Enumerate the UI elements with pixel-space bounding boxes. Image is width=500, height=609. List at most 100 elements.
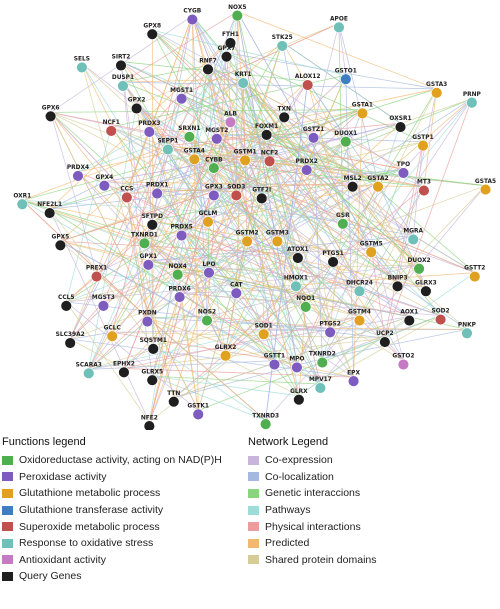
gene-node[interactable]: GPX8 (143, 23, 161, 40)
gene-node-circle[interactable] (466, 96, 478, 109)
gene-node[interactable]: ALOX12 (295, 74, 321, 91)
gene-node[interactable]: MPO (289, 357, 304, 374)
gene-node[interactable]: TXN (277, 106, 291, 123)
gene-node-circle[interactable] (291, 361, 303, 374)
gene-node-circle[interactable] (300, 301, 312, 313)
gene-node-circle[interactable] (256, 192, 268, 205)
gene-node-circle[interactable] (106, 330, 118, 342)
gene-node[interactable]: GSTA1 (352, 103, 373, 120)
gene-node[interactable]: PRDX2 (296, 159, 318, 176)
gene-node[interactable]: HMOX1 (284, 276, 308, 293)
gene-node-circle[interactable] (143, 420, 156, 430)
gene-node-circle[interactable] (394, 121, 407, 133)
gene-node[interactable]: MGST3 (92, 295, 115, 312)
gene-node[interactable]: UCP2 (376, 331, 394, 348)
gene-node[interactable]: GSTM3 (266, 231, 289, 248)
gene-node-circle[interactable] (365, 246, 377, 258)
gene-node[interactable]: SRXN1 (178, 126, 201, 143)
gene-node[interactable]: PRDX6 (169, 286, 191, 303)
gene-node[interactable]: GSTZ1 (303, 127, 324, 144)
gene-node-circle[interactable] (211, 133, 223, 145)
gene-node-circle[interactable] (258, 328, 270, 340)
gene-node[interactable]: BNIP3 (388, 276, 408, 293)
gene-node[interactable]: SOD2 (431, 309, 450, 326)
gene-node[interactable]: GLRX2 (215, 345, 237, 362)
gene-node-circle[interactable] (230, 287, 242, 299)
gene-node[interactable]: EPHX2 (113, 362, 135, 379)
gene-node[interactable]: GLRX (290, 389, 308, 406)
gene-node-circle[interactable] (301, 79, 314, 91)
gene-node-circle[interactable] (43, 207, 56, 219)
gene-node-circle[interactable] (397, 167, 410, 179)
gene-node-circle[interactable] (293, 394, 305, 406)
gene-node[interactable]: AOX1 (400, 310, 418, 327)
gene-node-circle[interactable] (340, 73, 352, 85)
gene-node[interactable]: GLRX3 (415, 280, 437, 297)
gene-node[interactable]: CAT (230, 282, 243, 299)
gene-node-circle[interactable] (479, 183, 492, 196)
gene-node[interactable]: GSTO1 (335, 68, 357, 85)
gene-node-circle[interactable] (278, 111, 290, 123)
gene-node-circle[interactable] (208, 162, 220, 174)
gene-node[interactable]: FTH1 (222, 32, 239, 49)
gene-node[interactable]: SIRT2 (112, 55, 131, 72)
gene-node-circle[interactable] (151, 187, 163, 200)
gene-node[interactable]: GSTA3 (426, 82, 447, 99)
gene-node-circle[interactable] (117, 80, 129, 92)
gene-node[interactable]: CYBB (205, 157, 223, 174)
gene-node[interactable]: KRT1 (235, 72, 252, 89)
gene-node-circle[interactable] (220, 51, 233, 63)
gene-node[interactable]: GSTA2 (367, 176, 389, 193)
gene-node-circle[interactable] (44, 110, 57, 122)
gene-node[interactable]: GPX3 (205, 185, 223, 202)
gene-node-circle[interactable] (276, 40, 288, 52)
gene-node-circle[interactable] (231, 9, 243, 22)
gene-node-circle[interactable] (142, 259, 155, 271)
gene-node-circle[interactable] (60, 300, 72, 312)
gene-node[interactable]: PREX1 (86, 266, 107, 283)
gene-node-circle[interactable] (241, 235, 253, 248)
gene-node[interactable]: STK25 (272, 35, 293, 52)
gene-node-circle[interactable] (183, 131, 196, 143)
gene-node[interactable]: TXNRD1 (131, 233, 158, 250)
gene-node-circle[interactable] (237, 77, 249, 89)
gene-node[interactable]: GSTT2 (464, 266, 485, 283)
gene-node[interactable]: GCLM (199, 211, 218, 228)
gene-node[interactable]: DUOX1 (334, 131, 357, 148)
gene-node[interactable]: PRDX1 (146, 183, 168, 200)
gene-node[interactable]: PRDX3 (138, 121, 160, 138)
gene-node-circle[interactable] (314, 382, 327, 394)
gene-node[interactable]: SELS (74, 57, 90, 74)
gene-node[interactable]: MPV17 (309, 377, 332, 394)
gene-node-circle[interactable] (202, 63, 214, 76)
gene-node[interactable]: GPX6 (42, 105, 60, 122)
gene-node-circle[interactable] (98, 180, 111, 192)
gene-node-circle[interactable] (147, 343, 159, 355)
gene-node[interactable]: TXNRD3 (252, 413, 279, 430)
gene-node[interactable]: OXR1 (13, 193, 31, 210)
gene-node-circle[interactable] (186, 13, 199, 26)
gene-node-circle[interactable] (168, 395, 180, 408)
gene-node[interactable]: NQO1 (296, 296, 315, 313)
gene-node-circle[interactable] (72, 170, 84, 182)
gene-node[interactable]: GCLC (104, 325, 121, 342)
gene-node-circle[interactable] (162, 143, 174, 156)
gene-node[interactable]: PXDN (138, 311, 157, 328)
gene-node-circle[interactable] (90, 270, 103, 283)
gene-node[interactable]: SCARA3 (76, 362, 102, 379)
gene-node[interactable]: NOS2 (198, 310, 216, 327)
gene-node-circle[interactable] (337, 218, 349, 230)
gene-node-circle[interactable] (239, 154, 251, 166)
gene-node[interactable]: NCF2 (261, 150, 278, 167)
gene-node[interactable]: PRDX4 (67, 165, 89, 182)
gene-node[interactable]: NFE2 (141, 415, 158, 430)
gene-node[interactable]: MT3 (417, 180, 431, 197)
gene-node[interactable]: TXNRD2 (309, 352, 336, 369)
gene-node[interactable]: APOE (330, 17, 348, 34)
gene-node[interactable]: GPX5 (52, 234, 70, 251)
gene-node[interactable]: GPX4 (96, 175, 114, 192)
gene-node-circle[interactable] (219, 350, 232, 362)
gene-node-circle[interactable] (346, 180, 359, 193)
gene-node-circle[interactable] (324, 326, 336, 338)
gene-node[interactable]: GPX7 (218, 46, 236, 63)
